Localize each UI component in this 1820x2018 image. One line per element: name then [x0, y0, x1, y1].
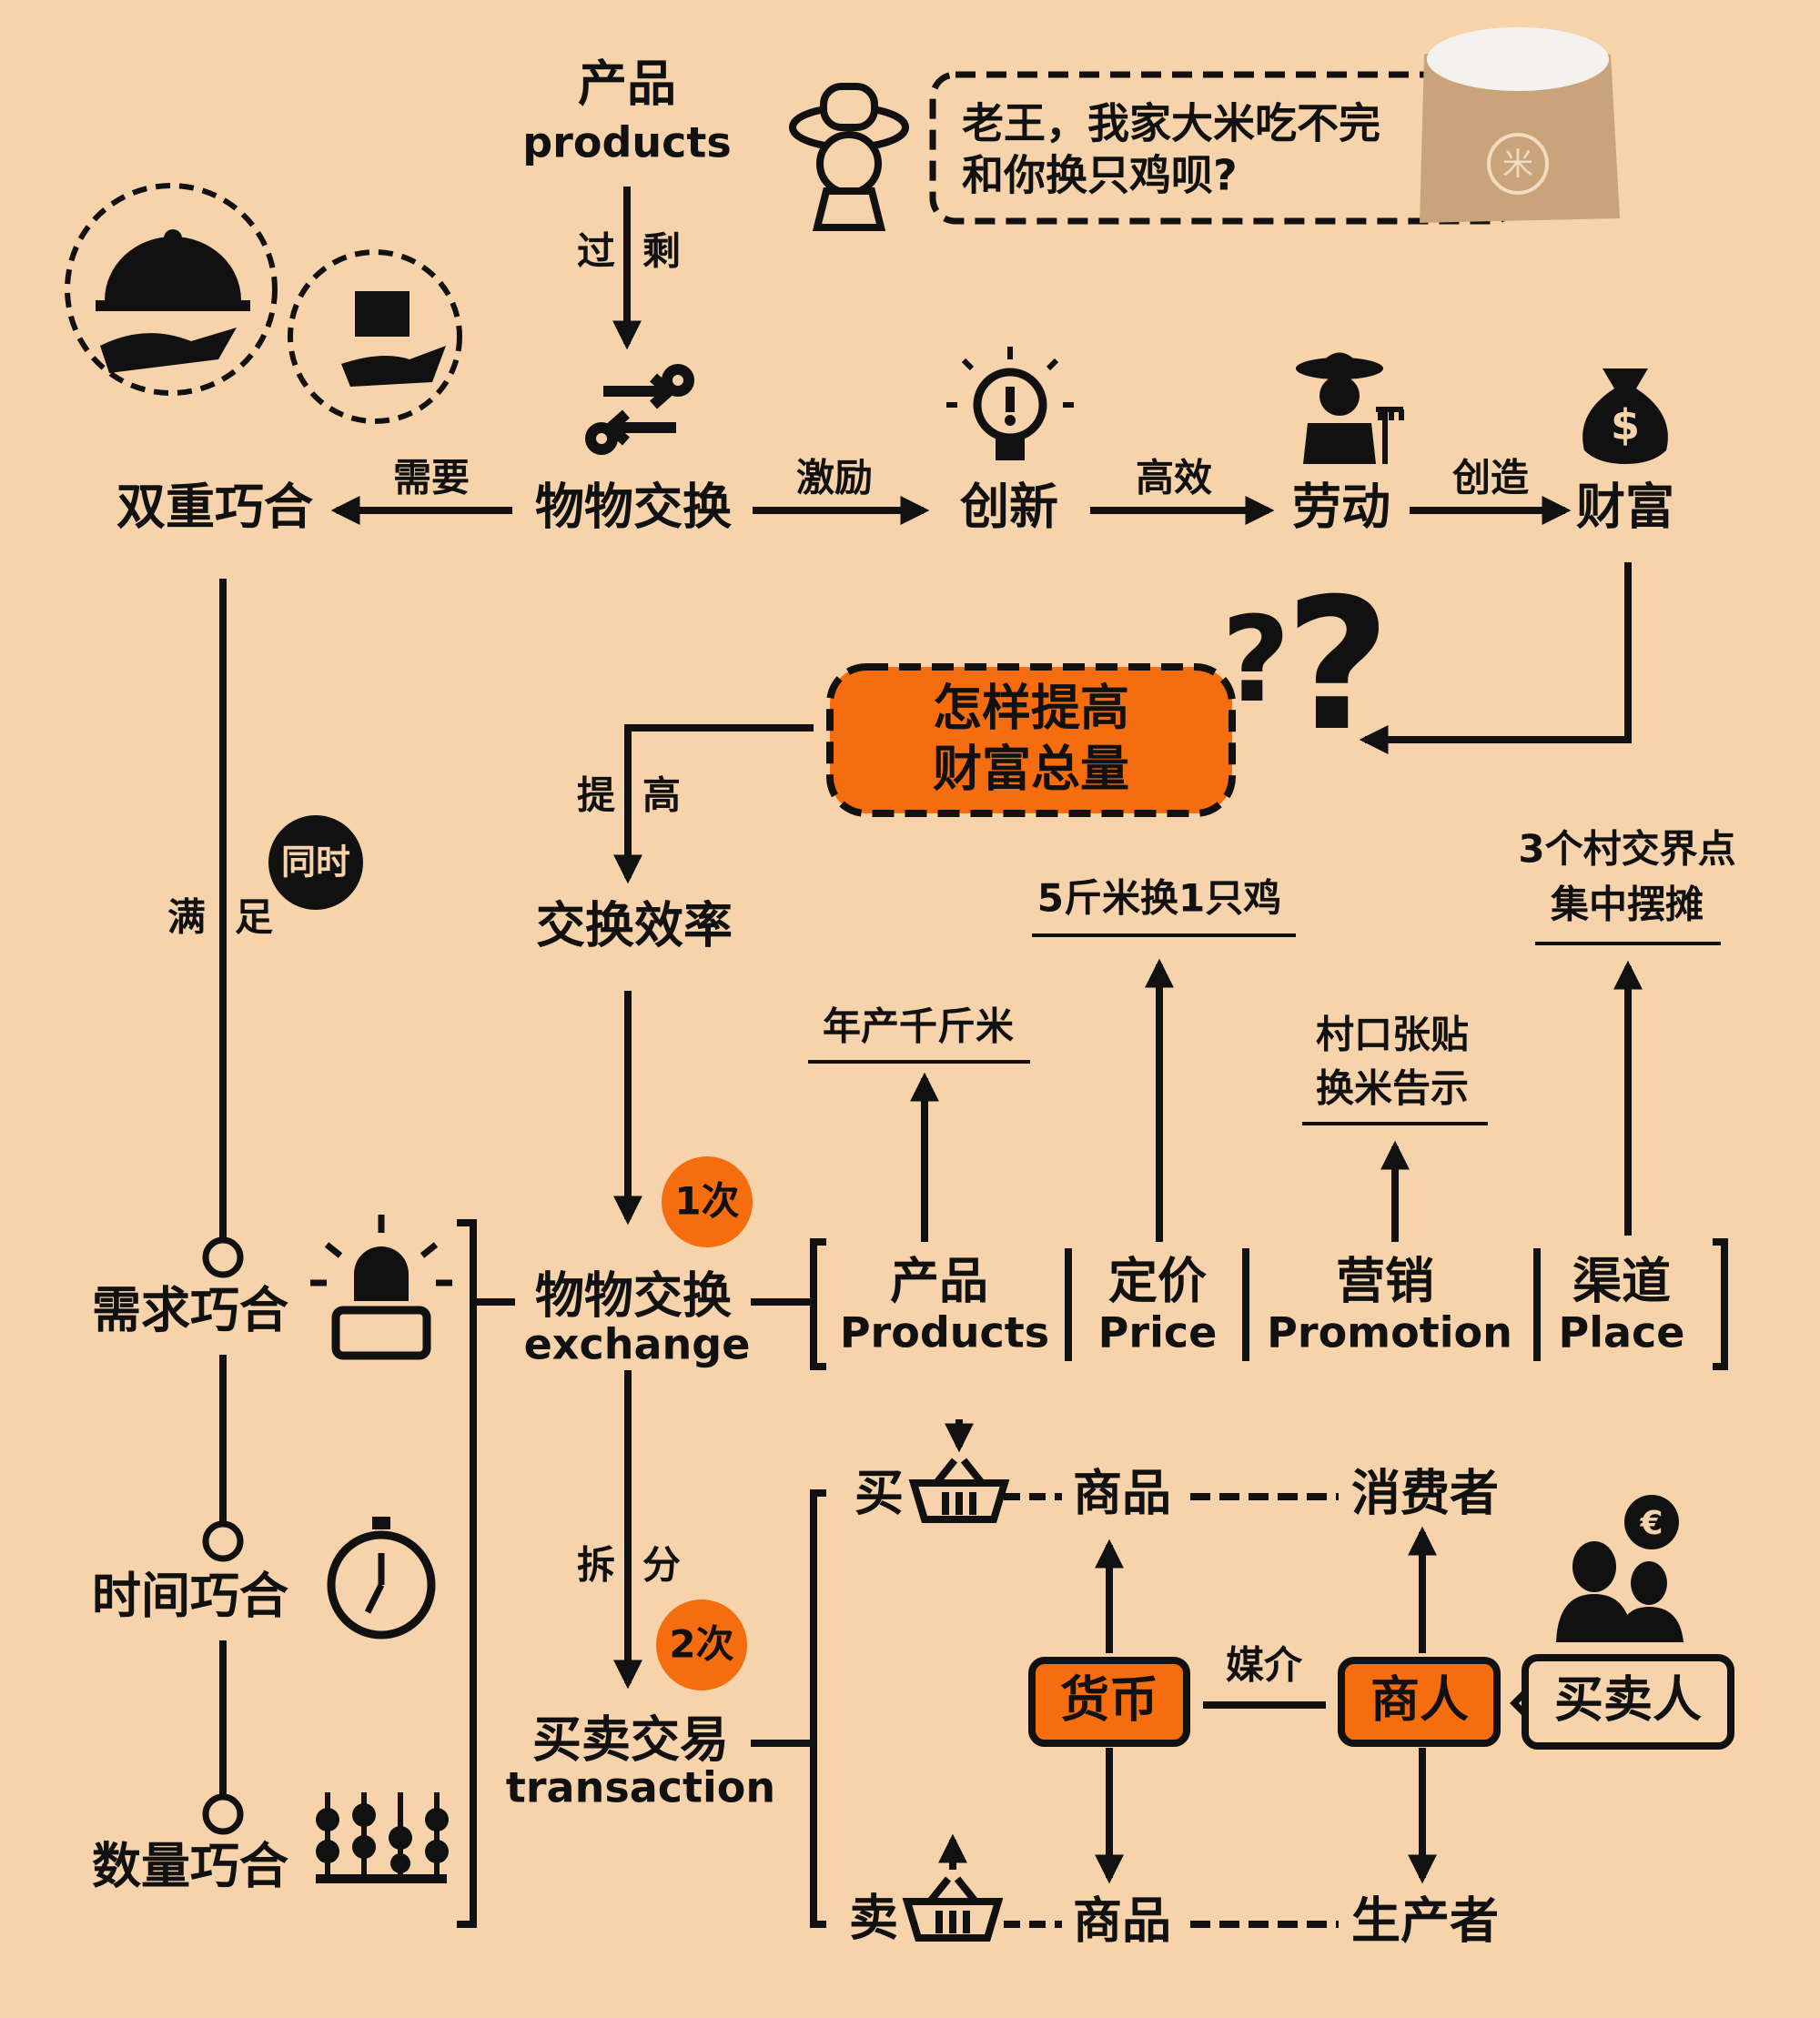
- svg-text:?: ?: [1221, 590, 1289, 729]
- promotion-note-1: 村口张贴: [1316, 1013, 1469, 1057]
- transaction-en-label: transaction: [506, 1763, 775, 1812]
- euro-coin-icon: €: [1639, 1505, 1663, 1542]
- speech-line-1: 老王，我家大米吃不完: [962, 99, 1380, 148]
- coincidence-bracket: [457, 1219, 477, 1928]
- place-note-2: 集中摆摊: [1550, 883, 1704, 927]
- satisfy-label-1: 满: [167, 895, 206, 940]
- excess-label-2: 剩: [642, 229, 681, 274]
- transaction-label: 买卖交易: [532, 1711, 729, 1769]
- node-time: [202, 1520, 244, 1562]
- exchange-icon: [585, 364, 694, 455]
- market-bracket: [810, 1489, 826, 1928]
- products-en: Products: [840, 1308, 1049, 1357]
- once-badge-label: 1次: [674, 1179, 739, 1224]
- product-label: 产品: [578, 55, 676, 113]
- place-en: Place: [1559, 1308, 1685, 1357]
- create-label: 创造: [1452, 456, 1529, 500]
- price-note: 5斤米换1只鸡: [1037, 876, 1281, 921]
- arrow-wealth-question: [1359, 562, 1632, 754]
- stopwatch-icon: [327, 1517, 436, 1640]
- improve-label-1: 提: [577, 773, 615, 818]
- efficient-label: 高效: [1136, 456, 1212, 500]
- money-bag-icon: $: [1582, 368, 1668, 464]
- merchant-box: [1338, 1657, 1501, 1747]
- exchange-label: 物物交换: [535, 1267, 732, 1325]
- split-label-1: 拆: [577, 1543, 615, 1588]
- efficiency-label: 交换效率: [536, 897, 733, 954]
- split-label-2: 分: [642, 1543, 681, 1588]
- barter-label: 物物交换: [535, 479, 732, 536]
- abacus-icon: [316, 1792, 449, 1883]
- place-cn: 渠道: [1572, 1253, 1671, 1310]
- money-label: 货币: [1060, 1671, 1158, 1729]
- service-bubble: [65, 183, 278, 396]
- goods-sell-label: 商品: [1073, 1892, 1171, 1950]
- cloche-hand-icon: [96, 229, 250, 373]
- wealth-label: 财富: [1576, 479, 1674, 536]
- price-cn: 定价: [1108, 1253, 1207, 1310]
- fourp-bracket-right: [1713, 1238, 1728, 1370]
- labor-label: 劳动: [1292, 479, 1390, 536]
- goods-buy-label: 商品: [1073, 1465, 1171, 1522]
- alert-person-icon: [310, 1215, 452, 1360]
- lightbulb-icon: [946, 347, 1074, 460]
- place-note-1: 3个村交界点: [1518, 827, 1735, 872]
- twice-badge: [656, 1599, 747, 1690]
- question-line-2: 财富总量: [933, 741, 1129, 798]
- question-line-1: 怎样提高: [933, 680, 1129, 737]
- innovation-label: 创新: [960, 479, 1058, 536]
- fourp-bracket-left: [810, 1238, 826, 1370]
- trader-box: [1522, 1654, 1734, 1750]
- node-quantity: [202, 1793, 244, 1835]
- buy-label: 买: [854, 1465, 904, 1522]
- delivery-bubble: [288, 249, 462, 424]
- farmer-icon: [789, 83, 909, 231]
- svg-text:$: $: [1611, 400, 1640, 449]
- speech-line-2: 和你换只鸡呗?: [962, 151, 1238, 200]
- rice-bag-icon: 米: [1420, 27, 1620, 223]
- trader-label: 买卖人: [1554, 1671, 1702, 1729]
- arrow-improve: [613, 724, 814, 884]
- box-hand-icon: [341, 291, 446, 387]
- twice-badge-label: 2次: [669, 1622, 733, 1667]
- simultaneous-badge-label: 同时: [281, 843, 350, 883]
- basket-buy-icon: [908, 1419, 1010, 1523]
- once-badge: [662, 1156, 753, 1247]
- incentive-label: 激励: [796, 456, 873, 500]
- products-cn: 产品: [890, 1253, 988, 1310]
- question-box: [826, 663, 1236, 817]
- satisfy-label-2: 足: [235, 895, 273, 940]
- consumer-label: 消费者: [1351, 1465, 1499, 1522]
- node-demand: [202, 1236, 244, 1278]
- sell-label: 卖: [849, 1890, 898, 1947]
- improve-label-2: 高: [642, 773, 681, 818]
- bag-mark: 米: [1502, 146, 1533, 183]
- merchant-label: 商人: [1370, 1671, 1469, 1729]
- need-label: 需要: [393, 456, 470, 500]
- quantity-coincidence-label: 数量巧合: [92, 1838, 288, 1895]
- simultaneous-badge: [268, 815, 363, 910]
- double-coincidence-label: 双重巧合: [116, 479, 313, 536]
- traders-icon: €: [1556, 1495, 1684, 1642]
- svg-text:?: ?: [1285, 560, 1390, 772]
- money-box: [1028, 1657, 1190, 1747]
- promotion-cn: 营销: [1336, 1253, 1434, 1310]
- promotion-en: Promotion: [1267, 1308, 1512, 1357]
- price-en: Price: [1098, 1308, 1218, 1357]
- excess-label-1: 过: [577, 229, 615, 274]
- promotion-note-2: 换米告示: [1316, 1066, 1469, 1111]
- basket-sell-icon: [902, 1833, 1004, 1942]
- exchange-en-label: exchange: [524, 1320, 751, 1369]
- worker-icon: [1296, 352, 1404, 464]
- time-coincidence-label: 时间巧合: [92, 1568, 288, 1625]
- products-note: 年产千斤米: [823, 1004, 1014, 1049]
- producer-label: 生产者: [1351, 1892, 1499, 1950]
- medium-label: 媒介: [1226, 1643, 1303, 1688]
- question-marks-icon: ? ?: [1221, 560, 1390, 772]
- product-en-label: products: [522, 118, 732, 167]
- demand-coincidence-label: 需求巧合: [92, 1282, 288, 1339]
